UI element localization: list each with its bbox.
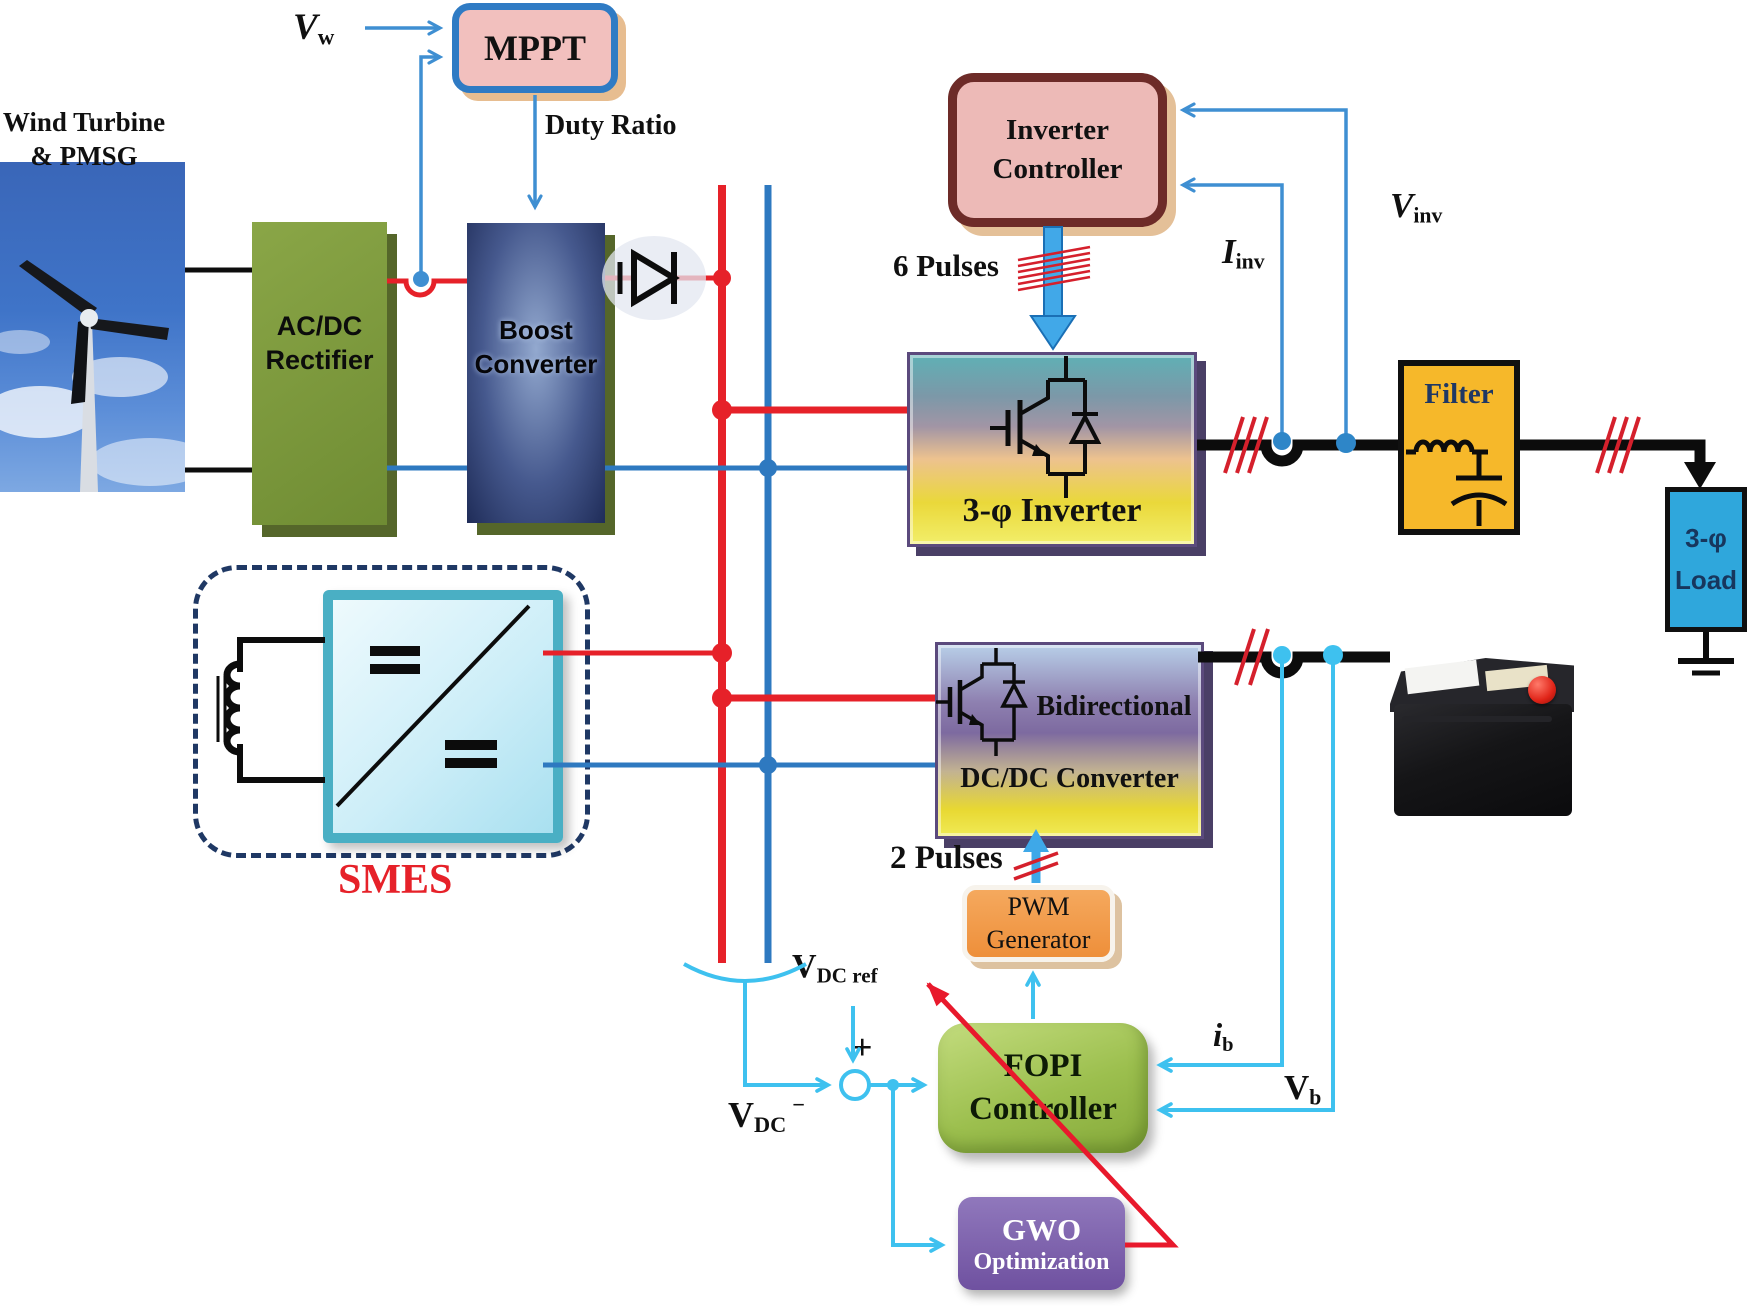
mppt-block: MPPT	[452, 3, 618, 93]
bidirectional-dcdc-block: Bidirectional DC/DC Converter	[935, 642, 1204, 839]
generator-phase-wires	[185, 267, 252, 473]
fopi-label-line1: FOPI	[1003, 1048, 1083, 1085]
fopi-label-line2: Controller	[969, 1091, 1117, 1127]
inverter-sense-lines	[1179, 102, 1348, 441]
inverter-controller-block: Inverter Controller	[948, 73, 1167, 227]
error-branch-dot	[887, 1079, 899, 1091]
ib-tap-dot	[1273, 646, 1291, 664]
dcdc-to-battery-wire	[1198, 651, 1390, 679]
load-label-line2: Load	[1674, 564, 1738, 595]
six-pulses-label: 6 Pulses	[893, 248, 999, 283]
boost-label-line2: Converter	[474, 349, 598, 379]
smes-label: SMES	[338, 857, 453, 903]
vb-tap-dot	[1323, 645, 1343, 665]
negative-junction-dots	[759, 459, 777, 774]
load-ground-icon	[1678, 632, 1734, 676]
vb-label: Vb	[1284, 1068, 1322, 1110]
inverter-label: 3-φ Inverter	[962, 492, 1142, 529]
wind-turbine-photo	[0, 162, 185, 492]
six-pulses-hatch	[1017, 245, 1091, 292]
inverter-output-wire	[1197, 439, 1398, 467]
filter-label: Filter	[1424, 378, 1494, 410]
pwm-label-line2: Generator	[986, 924, 1091, 954]
boost-converter-block: Boost Converter	[467, 223, 605, 523]
wind-turbine-icon	[0, 260, 185, 492]
ib-label: ib	[1213, 1018, 1234, 1057]
three-phase-inverter-block: 3-φ Inverter	[907, 352, 1197, 547]
filter-to-load-wire	[1520, 439, 1706, 468]
bidirectional-label-line1: Bidirectional	[1036, 691, 1192, 722]
battery-terminal-cap	[1528, 676, 1556, 704]
vdc-label: VDC−	[728, 1092, 805, 1138]
boost-label-line1: Boost	[499, 315, 573, 346]
rectifier-block: AC/DC Rectifier	[252, 222, 387, 525]
plus-sign: +	[852, 1027, 873, 1067]
i-inv-tap-dot	[1273, 432, 1291, 450]
smes-converter-block	[323, 590, 563, 843]
vw-label: Vw	[293, 7, 335, 50]
rectifier-label-line2: Rectifier	[265, 344, 374, 375]
pwm-generator-block: PWM Generator	[962, 885, 1115, 962]
mppt-label: MPPT	[484, 28, 586, 68]
inverter-controller-line1: Inverter	[1005, 113, 1110, 146]
two-pulses-label: 2 Pulses	[890, 840, 1003, 876]
bidirectional-label-line2: DC/DC Converter	[960, 763, 1179, 794]
summing-junction	[839, 1069, 871, 1101]
load-label-line1: 3-φ	[1685, 522, 1727, 553]
vdc-ref-label: VDC ref	[792, 948, 878, 988]
fopi-controller-block: FOPI Controller	[938, 1023, 1148, 1153]
wind-turbine-caption: Wind Turbine & PMSG	[2, 107, 166, 171]
v-inv-tap-dot	[1336, 433, 1356, 453]
filter-block: Filter	[1398, 360, 1520, 535]
load-arrowhead	[1684, 462, 1716, 489]
battery-ridge	[1402, 716, 1552, 722]
gwo-label-line1: GWO	[1001, 1211, 1082, 1247]
battery-image	[1386, 656, 1580, 820]
mppt-sense-tap-dot	[413, 271, 429, 287]
pwm-label-line1: PWM	[1007, 892, 1070, 921]
diode-icon	[602, 236, 706, 320]
smes-dashed-boundary	[193, 565, 590, 858]
six-pulses-arrow	[1017, 226, 1091, 351]
i-inv-label: Iinv	[1222, 232, 1265, 274]
positive-junction-dots	[712, 269, 732, 708]
v-inv-label: Vinv	[1390, 186, 1443, 228]
duty-ratio-label: Duty Ratio	[545, 110, 677, 141]
gwo-optimization-block: GWO Optimization	[958, 1197, 1125, 1290]
rectifier-label-line1: AC/DC	[276, 310, 363, 341]
gwo-label-line2: Optimization	[973, 1248, 1110, 1275]
vdc-bracket	[683, 962, 807, 983]
three-phase-load-block: 3-φ Load	[1665, 487, 1747, 632]
battery-body	[1394, 704, 1572, 816]
inverter-controller-line2: Controller	[992, 153, 1123, 185]
